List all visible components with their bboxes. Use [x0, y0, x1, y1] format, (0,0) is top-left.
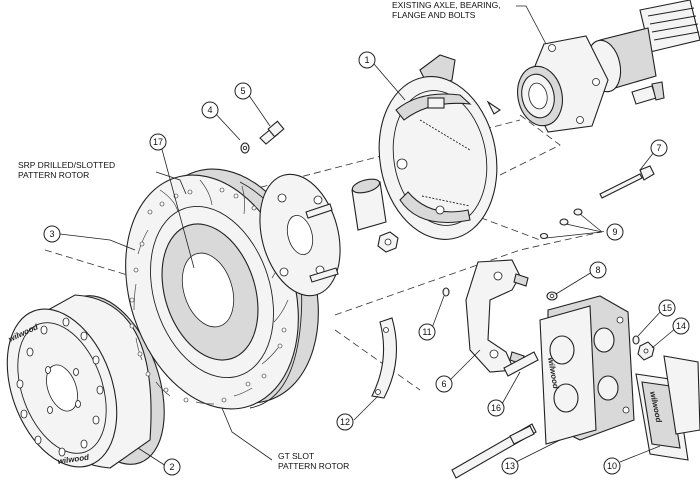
bubble-10-label: 10: [607, 461, 617, 471]
callout-gt-rotor: GT SLOT PATTERN ROTOR: [278, 451, 349, 471]
bubble-12-label: 12: [340, 417, 350, 427]
callout-existing-axle: EXISTING AXLE, BEARING, FLANGE AND BOLTS: [392, 0, 501, 20]
callout-gt-rotor-line-1: GT SLOT: [278, 451, 314, 461]
bubble-11-label: 11: [422, 327, 431, 337]
bubble-5-label: 5: [240, 86, 245, 96]
callout-srp-rotor: SRP DRILLED/SLOTTED PATTERN ROTOR: [18, 160, 115, 180]
bubble-1: 1: [358, 51, 376, 69]
lug-nut: [377, 231, 399, 253]
bubble-6-label: 6: [441, 379, 446, 389]
nut-part-14: [637, 341, 655, 361]
bubble-7-label: 7: [656, 143, 661, 153]
washer-part-11: [442, 287, 450, 297]
bubble-13-label: 13: [505, 461, 515, 471]
drum-hat-part-2: wilwood wilwood: [6, 294, 165, 469]
bubble-3-label: 3: [49, 229, 54, 239]
bubble-13: 13: [501, 457, 519, 475]
adapter-plate: [259, 173, 341, 297]
bleeder-part-15: [632, 335, 640, 345]
part-number-bubbles: 1 2 3 4 5 6 7 8 9 10 11 12 13 14 15 16 1…: [43, 51, 690, 476]
bubble-15-label: 15: [662, 303, 672, 313]
callout-srp-rotor-line-1: SRP DRILLED/SLOTTED: [18, 160, 115, 170]
bubble-6: 6: [435, 375, 453, 393]
bubble-17: 17: [149, 133, 167, 151]
washers-part-9: [539, 208, 583, 240]
bubble-12: 12: [336, 413, 354, 431]
washer-part-4: [240, 142, 250, 154]
bubble-2: 2: [163, 458, 181, 476]
bubble-17-label: 17: [153, 137, 163, 147]
bubble-4-label: 4: [207, 105, 212, 115]
bubble-1-label: 1: [364, 55, 369, 65]
bubble-3: 3: [43, 225, 61, 243]
washer-part-8: [546, 291, 558, 301]
bubble-9: 9: [606, 223, 624, 241]
bubble-16: 16: [487, 399, 505, 417]
bolt-part-5: [259, 120, 285, 145]
bubble-8: 8: [589, 261, 607, 279]
bubble-8-label: 8: [595, 265, 600, 275]
parking-brake-assembly-part-1: [378, 54, 501, 240]
bubble-2-label: 2: [169, 462, 174, 472]
bubble-16-label: 16: [491, 403, 501, 413]
bubble-10: 10: [603, 457, 621, 475]
pin-bolts-part-16: [451, 351, 539, 479]
bubble-7: 7: [650, 139, 668, 157]
bubble-5: 5: [234, 82, 252, 100]
bracket-part-6: [465, 259, 529, 373]
caliper-part-13: wilwood: [539, 295, 635, 445]
axle-spacer: [351, 178, 387, 231]
callout-existing-axle-line-2: FLANGE AND BOLTS: [392, 10, 476, 20]
bubble-14: 14: [672, 317, 690, 335]
bubble-14-label: 14: [676, 321, 686, 331]
callout-gt-rotor-line-2: PATTERN ROTOR: [278, 461, 349, 471]
bolt-part-7: [599, 165, 655, 199]
bubble-4: 4: [201, 101, 219, 119]
brake-pads-part-10: wilwood: [635, 355, 700, 461]
callout-srp-rotor-line-2: PATTERN ROTOR: [18, 170, 89, 180]
leader-lines: [59, 5, 677, 467]
callout-existing-axle-line-1: EXISTING AXLE, BEARING,: [392, 0, 501, 10]
bubble-11: 11: [418, 323, 436, 341]
existing-axle-assembly: [517, 0, 700, 133]
bubble-15: 15: [658, 299, 676, 317]
bubble-9-label: 9: [612, 227, 617, 237]
bracket-plate-part-12: [371, 317, 398, 399]
